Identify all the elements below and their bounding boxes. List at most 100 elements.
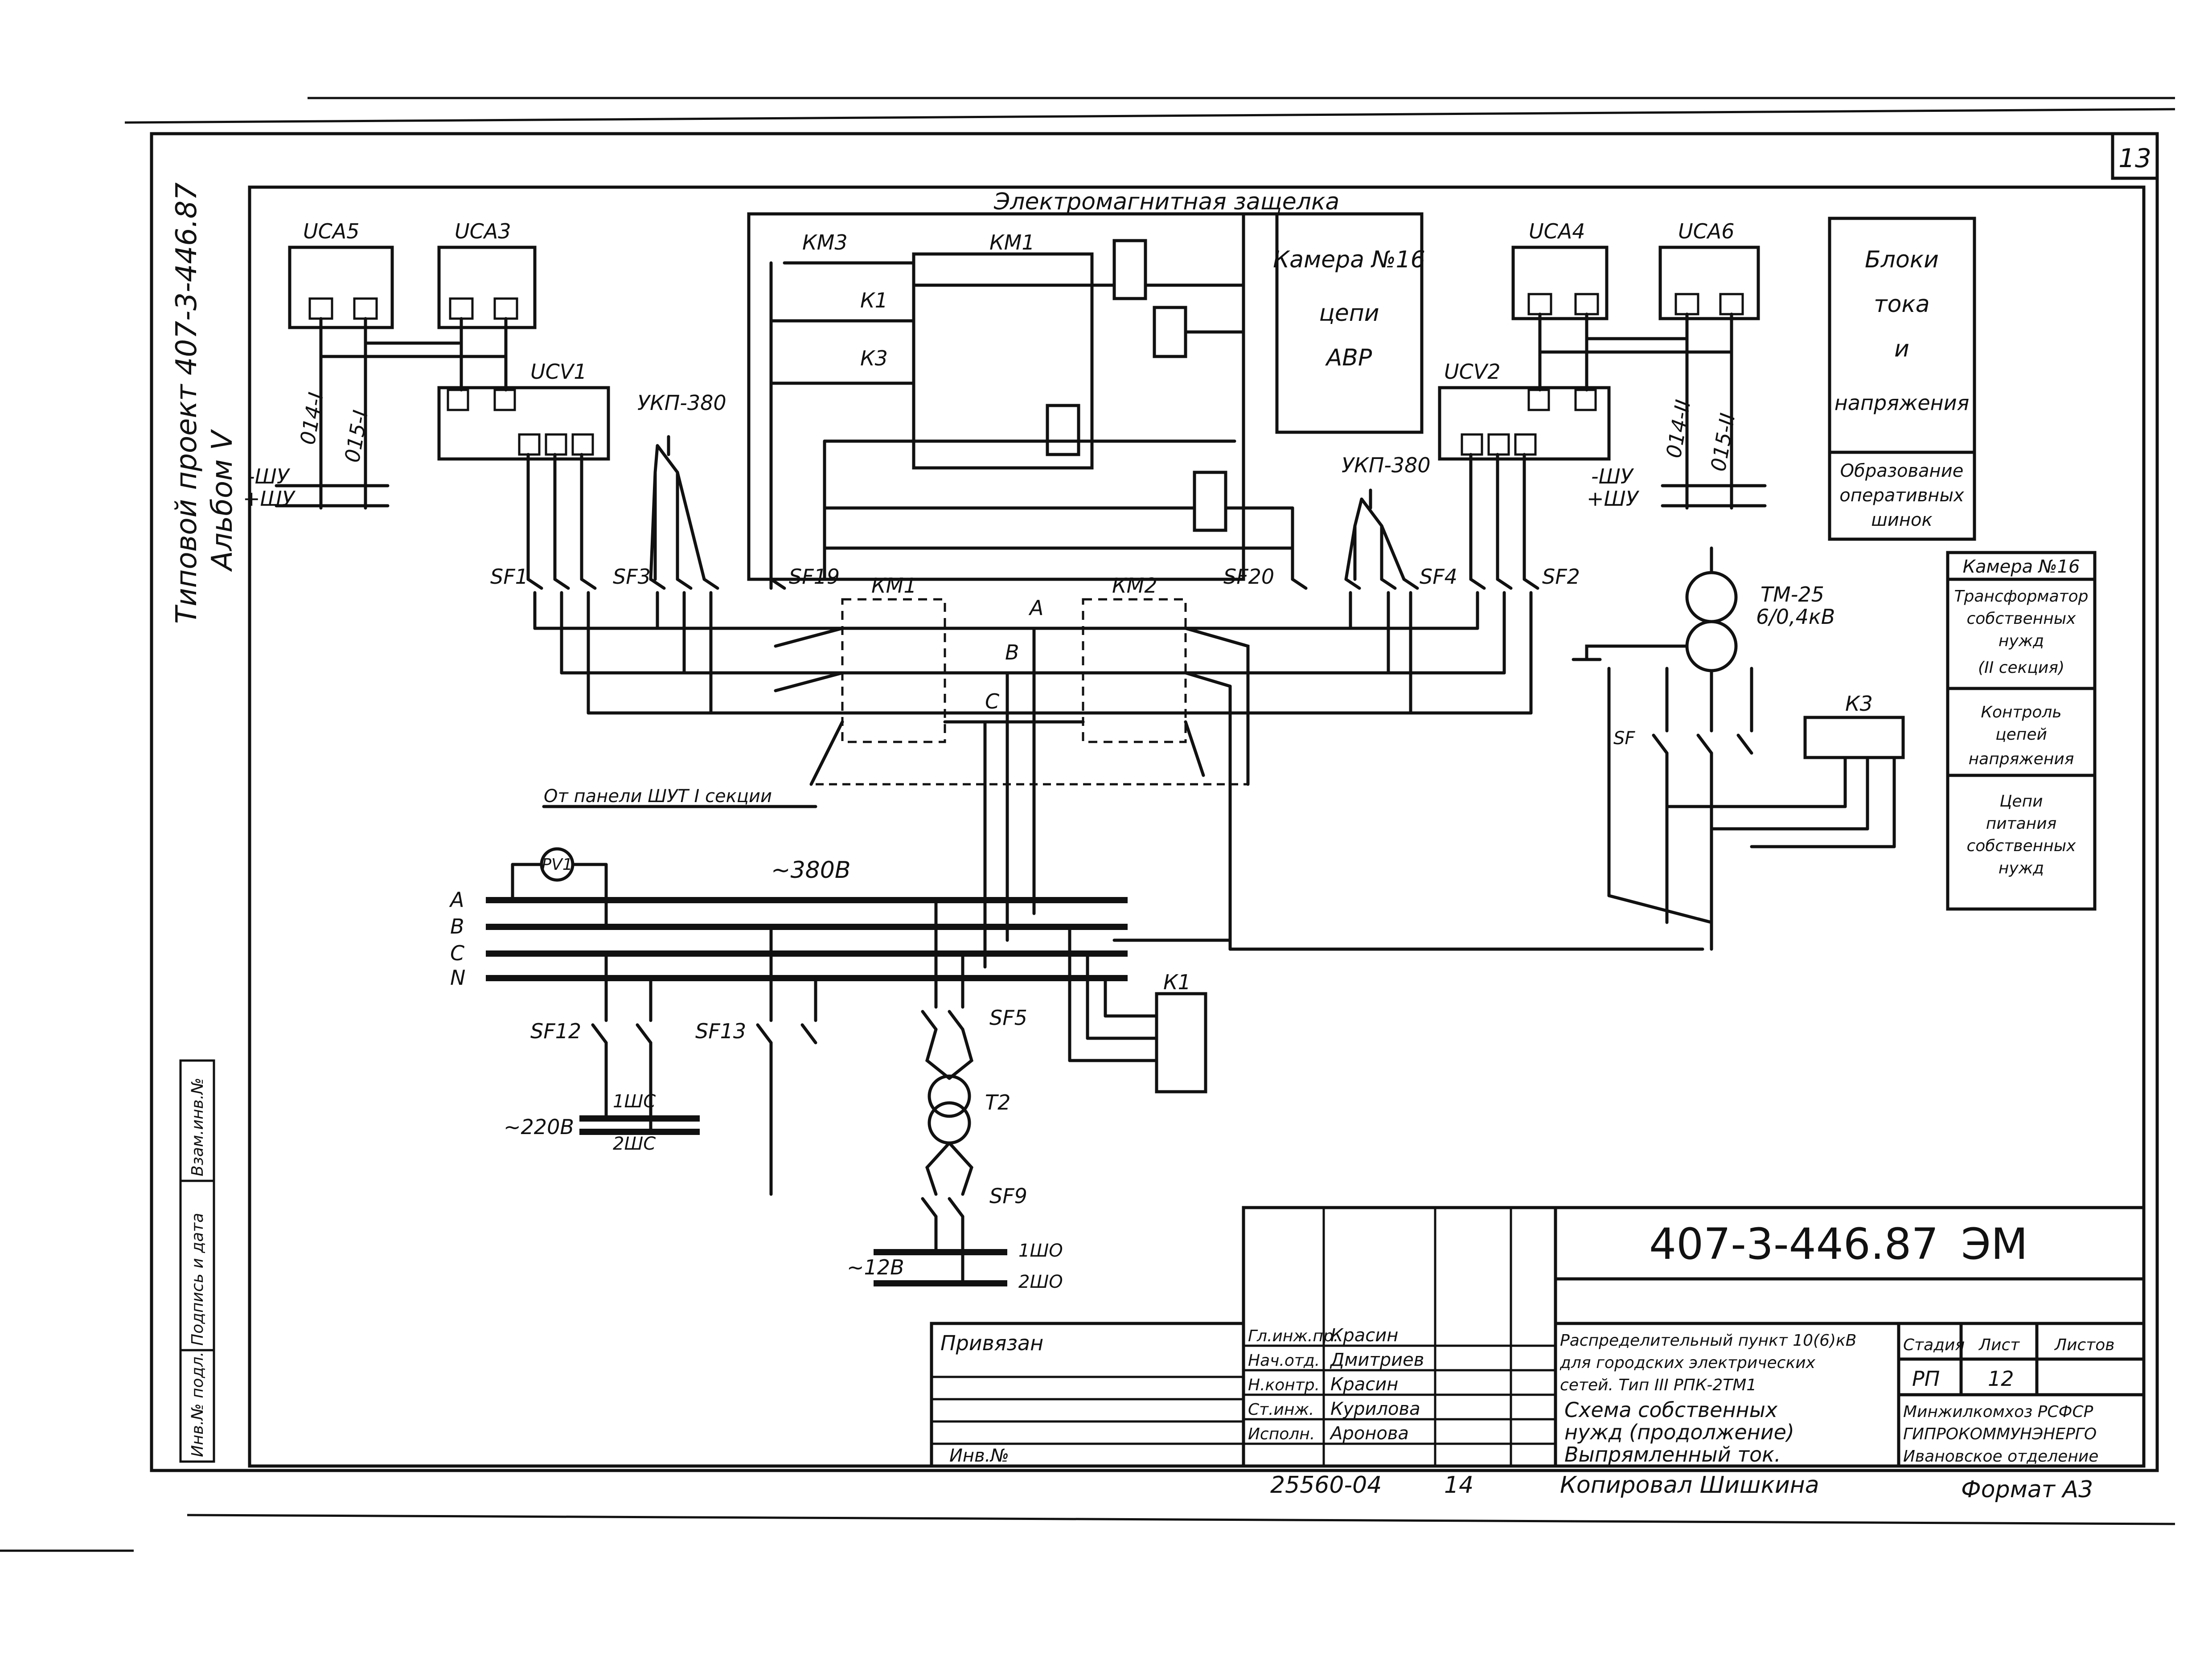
- sf20-label: SF20: [1223, 565, 1274, 589]
- legend-camera16: Камера №16: [1963, 557, 2080, 577]
- side-title-album: Альбом V: [206, 429, 239, 572]
- legend-tr-1: Трансформатор: [1954, 587, 2089, 606]
- org-3: Ивановское отделение: [1903, 1447, 2098, 1466]
- blocks-line2: тока: [1874, 291, 1929, 318]
- right-014: 014-II: [1662, 398, 1695, 460]
- stamp-signature: Подпись и дата: [189, 1213, 207, 1346]
- blocks-current-voltage: [1828, 217, 1976, 541]
- central-relay-block: [747, 212, 1294, 590]
- camera16-block: [1275, 212, 1424, 434]
- sf12-branch: [579, 952, 700, 1135]
- org-2: ГИПРОКОММУНЭНЕРГО: [1903, 1425, 2097, 1443]
- bus-b-label: B: [450, 914, 464, 938]
- bus-2shs: 2ШС: [613, 1134, 656, 1154]
- tm25-transformer: [1572, 546, 1905, 951]
- legend-pwr-3: собственных: [1967, 837, 2077, 855]
- km1-top-label: КМ1: [989, 230, 1035, 254]
- title-privyazan: Привязан: [940, 1331, 1043, 1355]
- legend-tr-2: собственных: [1967, 610, 2077, 628]
- tm25-name: ТМ-25: [1761, 582, 1824, 606]
- k1-bottom-label: К1: [1163, 970, 1191, 994]
- km1-contactor: [774, 598, 1031, 786]
- legend-pwr-2: питания: [1986, 815, 2057, 833]
- blocks-line4: напряжения: [1834, 391, 1970, 415]
- ukp-left-symbol: [649, 435, 706, 581]
- ucv1-block: [437, 386, 610, 461]
- legend-pwr-4: нужд: [1999, 859, 2044, 877]
- legend-pwr-1: Цепи: [1999, 792, 2043, 811]
- uca5-block: [288, 246, 394, 329]
- sf2-label: SF2: [1542, 565, 1580, 589]
- staff-name-0: Красин: [1330, 1325, 1398, 1346]
- side-title-project: Типовой проект 407-3-446.87: [170, 182, 203, 624]
- ucv2-block: [1438, 386, 1611, 461]
- staff-role-1: Нач.отд.: [1248, 1352, 1320, 1370]
- sheets-label: Листов: [2054, 1336, 2114, 1354]
- tm-sf-label: SF: [1613, 728, 1635, 749]
- bus-2shd: 2ШО: [1018, 1272, 1063, 1292]
- pv1-voltmeter: [511, 847, 608, 929]
- blocks-sub2: оперативных: [1839, 485, 1964, 506]
- title-block: [930, 1206, 2146, 1468]
- ucv1-label: UCV1: [530, 360, 587, 384]
- inv-page: 14: [1444, 1472, 1473, 1499]
- bus-n-label: N: [450, 966, 465, 990]
- pv1-label: PV1: [542, 856, 572, 874]
- t2-branch: [874, 898, 1007, 1286]
- right-uca-wiring: [1469, 312, 1767, 581]
- sf4-label: SF4: [1420, 565, 1457, 589]
- project-name-3: сетей. Тип III РПК-2ТМ1: [1560, 1376, 1756, 1394]
- uca4-label: UCA4: [1529, 219, 1585, 243]
- right-shu-minus: -ШУ: [1591, 464, 1634, 488]
- bus-c-label: C: [450, 941, 464, 965]
- staff-name-1: Дмитриев: [1330, 1350, 1424, 1370]
- km1-label: КМ1: [871, 573, 917, 598]
- blocks-line1: Блоки: [1865, 246, 1939, 273]
- sf1-label: SF1: [490, 565, 528, 589]
- side-stamp-column: [179, 1059, 215, 1463]
- k1-label: К1: [860, 288, 888, 312]
- sf3-label: SF3: [613, 565, 651, 589]
- staff-name-4: Аронова: [1329, 1423, 1409, 1444]
- sheet-number: 13: [2118, 143, 2151, 173]
- camera16-line2: цепи: [1319, 300, 1379, 327]
- t2-label: Т2: [985, 1090, 1010, 1114]
- left-shu-plus: +ШУ: [243, 487, 296, 511]
- sheet-title-3: Выпрямленный ток.: [1564, 1442, 1781, 1466]
- left-uca-wiring: [275, 317, 583, 581]
- sf13-branch: [756, 925, 817, 1196]
- staff-role-3: Ст.инж.: [1248, 1401, 1314, 1419]
- ucv2-label: UCV2: [1444, 360, 1501, 384]
- right-shu-plus: +ШУ: [1587, 487, 1640, 511]
- blocks-line3: и: [1894, 336, 1909, 362]
- left-014: 014-I: [295, 390, 328, 446]
- km3-top-label: КМ3: [802, 230, 848, 254]
- right-015: 015-II: [1706, 411, 1740, 473]
- bus-1shd: 1ШО: [1018, 1241, 1063, 1261]
- bus-a-label: A: [449, 888, 464, 912]
- staff-name-2: Красин: [1330, 1374, 1398, 1395]
- uca3-label: UCA3: [455, 219, 511, 243]
- phase-c-label: С: [985, 689, 999, 713]
- k1-bottom-relay: [1068, 925, 1207, 1094]
- project-name-1: Распределительный пункт 10(6)кВ: [1560, 1331, 1856, 1350]
- uca5-label: UCA5: [303, 219, 360, 243]
- from-panel-label: От панели ШУТ I секции: [544, 786, 772, 807]
- staff-role-4: Исполн.: [1248, 1425, 1315, 1443]
- org-1: Минжилкомхоз РСФСР: [1903, 1403, 2093, 1421]
- voltage-12-label: ~12В: [847, 1255, 904, 1279]
- uca6-block: [1658, 246, 1760, 320]
- phase-b-label: В: [1005, 640, 1019, 664]
- stamp-original-inv: Инв.№ подл.: [189, 1352, 207, 1457]
- camera16-line1: Камера №16: [1273, 246, 1425, 273]
- ukp-right-label: УКП-380: [1342, 453, 1431, 477]
- title-inv-no: Инв.№: [949, 1446, 1009, 1466]
- title-code: 407-3-446.87: [1649, 1219, 1939, 1269]
- sheet-value: 12: [1988, 1367, 2014, 1391]
- sf5-label: SF5: [989, 1006, 1027, 1030]
- uca4-block: [1511, 246, 1609, 320]
- main-bus: [486, 897, 1128, 981]
- stamp-replacement: Взам.инв.№: [189, 1077, 207, 1176]
- sf9-label: SF9: [989, 1184, 1027, 1208]
